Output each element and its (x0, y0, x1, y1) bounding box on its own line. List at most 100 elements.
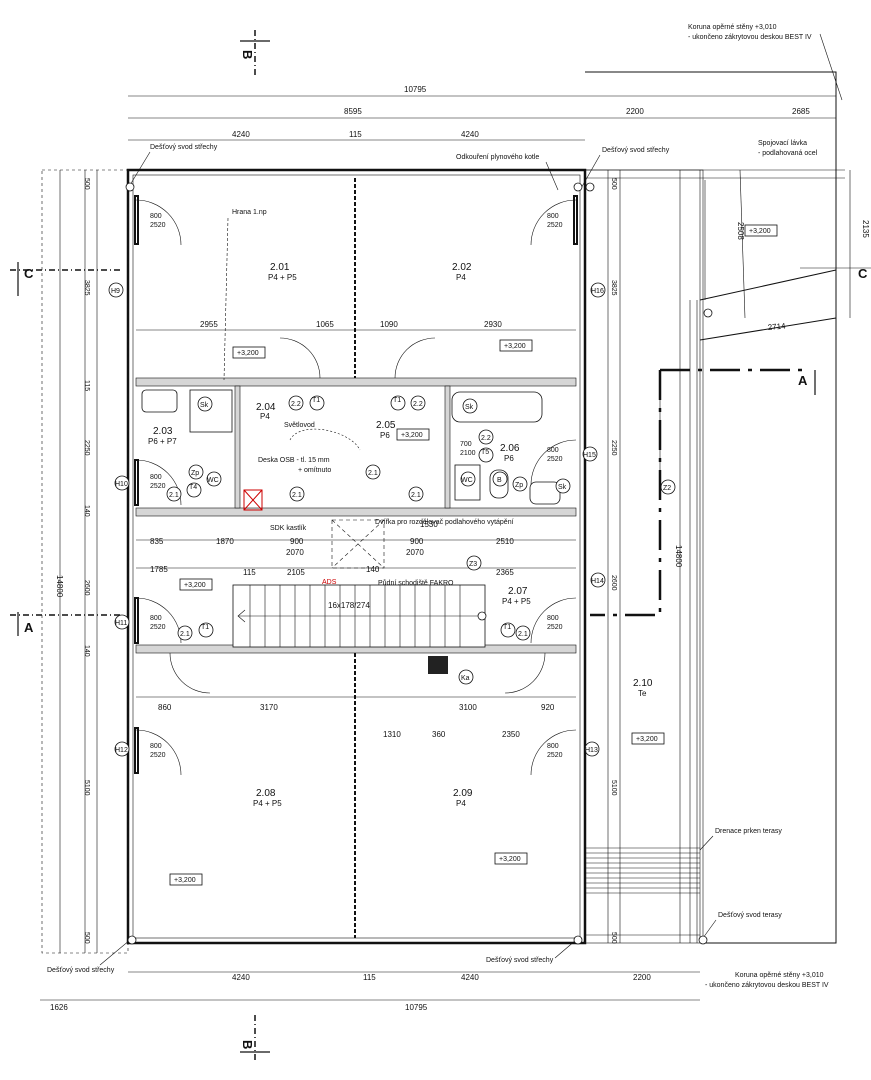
tag-t1-4: T1 (503, 624, 511, 631)
door-d-h: 2520 (547, 456, 563, 463)
dim-860: 860 (158, 703, 172, 712)
dim-top-total: 10795 (404, 85, 427, 94)
note-koruna-bot: Koruna opěrné stěny +3,010 (735, 972, 824, 979)
note-dest-tr: Dešťový svod střechy (602, 147, 670, 154)
dim-3170: 3170 (260, 703, 278, 712)
door-swings (134, 195, 578, 776)
tag-h9: H9 (111, 288, 120, 295)
dim-row3-b: 115 (349, 130, 362, 139)
dim-2955: 2955 (200, 320, 218, 329)
tag-h13: H13 (585, 747, 598, 754)
dim-2105: 2105 (287, 568, 305, 577)
tag-h16: H16 (591, 288, 604, 295)
room-209-floor: P4 (456, 799, 466, 808)
annotations: Koruna opěrné stěny +3,010 - ukončeno zá… (47, 24, 843, 989)
sanitary-fixtures (141, 389, 561, 674)
dim-v500-bot: 500 (83, 932, 90, 944)
tag-sk-1: Sk (200, 402, 209, 409)
dim-2365: 2365 (496, 568, 514, 577)
dim-bottom-row-d: 2200 (633, 973, 651, 982)
note-koruna-top2: - ukončeno zákrytovou deskou BEST IV (688, 34, 812, 41)
stairs-label: 16x178/274 (328, 601, 370, 610)
dim-1065: 1065 (316, 320, 334, 329)
tag-22-2: 2.2 (413, 401, 423, 408)
tag-t1-3: T1 (201, 624, 209, 631)
section-a-left: A (24, 620, 34, 635)
note-odkoureni: Odkouření plynového kotle (456, 154, 539, 161)
note-spojovaci2: - podlahovaná ocel (758, 150, 818, 157)
dim-rv5100: 5100 (610, 780, 617, 796)
room-205-id: 2.05 (376, 420, 396, 431)
door-g-h: 2520 (150, 752, 166, 759)
section-b-bottom: B (240, 1040, 255, 1049)
dim-left-total: 14800 (55, 575, 64, 598)
dim-2508: 2508 (736, 222, 745, 240)
dim-920: 920 (541, 703, 555, 712)
dim-rv500-top: 500 (610, 178, 617, 190)
tag-t5: T5 (481, 449, 489, 456)
level-4: +3,200 (401, 432, 423, 439)
dim-top-sub-right: 2685 (792, 107, 810, 116)
tag-sk-3: Sk (558, 484, 567, 491)
door-i-h: 2100 (460, 450, 476, 457)
level-6: +3,200 (636, 736, 658, 743)
tag-z2: Z2 (663, 485, 671, 492)
dim-v2250: 2250 (83, 440, 90, 456)
room-208-floor: P4 + P5 (253, 799, 282, 808)
tag-h11: H11 (115, 620, 127, 627)
dim-rv500-bot: 500 (610, 932, 617, 944)
dim-2714: 2714 (767, 321, 786, 332)
room-labels: 2.01 P4 + P5 2.02 P4 2.03 P6 + P7 2.04 P… (148, 262, 653, 808)
room-201-id: 2.01 (270, 262, 290, 273)
room-204-floor: P4 (260, 412, 270, 421)
tag-zp-2: Zp (515, 482, 523, 489)
note-spojovaci: Spojovací lávka (758, 140, 807, 147)
note-ads: ADS (322, 579, 337, 586)
tag-zp-1: Zp (191, 470, 199, 477)
door-h-w: 800 (547, 743, 559, 750)
element-tags: H9 H10 H11 H12 H13 H14 H15 H16 Z2 Z3 Ka … (108, 282, 676, 757)
room-206-floor: P6 (504, 454, 514, 463)
dim-360: 360 (432, 730, 446, 739)
dim-1785: 1785 (150, 565, 168, 574)
dim-3100: 3100 (459, 703, 477, 712)
dim-bottom-row-b: 115 (363, 973, 376, 982)
room-210-floor: Te (638, 689, 647, 698)
dim-top-sub-left: 8595 (344, 107, 362, 116)
note-deska: Deska OSB - tl. 15 mm (258, 457, 330, 464)
section-c-right: C (858, 266, 868, 281)
dim-1090: 1090 (380, 320, 398, 329)
room-201-floor: P4 + P5 (268, 273, 297, 282)
note-pudni: Půdní schodiště FAKRO (378, 579, 454, 587)
dim-top-sub-mid: 2200 (626, 107, 644, 116)
dim-v2600: 2600 (83, 580, 90, 596)
tag-wc-1: WC (207, 477, 219, 484)
room-207-id: 2.07 (508, 586, 528, 597)
dim-row3-c: 4240 (461, 130, 479, 139)
room-202-id: 2.02 (452, 262, 472, 273)
door-f-h: 2520 (547, 624, 563, 631)
dim-115: 115 (243, 568, 256, 577)
note-sdk: SDK kastlík (270, 525, 307, 532)
downpipes (125, 182, 713, 945)
room-206-id: 2.06 (500, 443, 520, 454)
dimension-lines (40, 95, 851, 1001)
tag-t4: T4 (189, 484, 197, 491)
room-207-floor: P4 + P5 (502, 597, 531, 606)
tag-22-3: 2.2 (481, 435, 491, 442)
tag-21-5: 2.1 (180, 631, 190, 638)
room-205-floor: P6 (380, 431, 390, 440)
dim-140: 140 (366, 565, 380, 574)
door-d-w: 800 (547, 447, 559, 454)
door-c-w: 800 (150, 474, 162, 481)
tag-sk-2: Sk (465, 404, 474, 411)
tag-21-4: 2.1 (411, 492, 421, 499)
level-2: +3,200 (504, 343, 526, 350)
door-b-w: 800 (547, 213, 559, 220)
room-203-id: 2.03 (153, 426, 173, 437)
door-b-h: 2520 (547, 222, 563, 229)
level-5: +3,200 (184, 582, 206, 589)
level-7: +3,200 (499, 856, 521, 863)
dim-1870: 1870 (216, 537, 234, 546)
tag-t1-1: T1 (312, 397, 320, 404)
